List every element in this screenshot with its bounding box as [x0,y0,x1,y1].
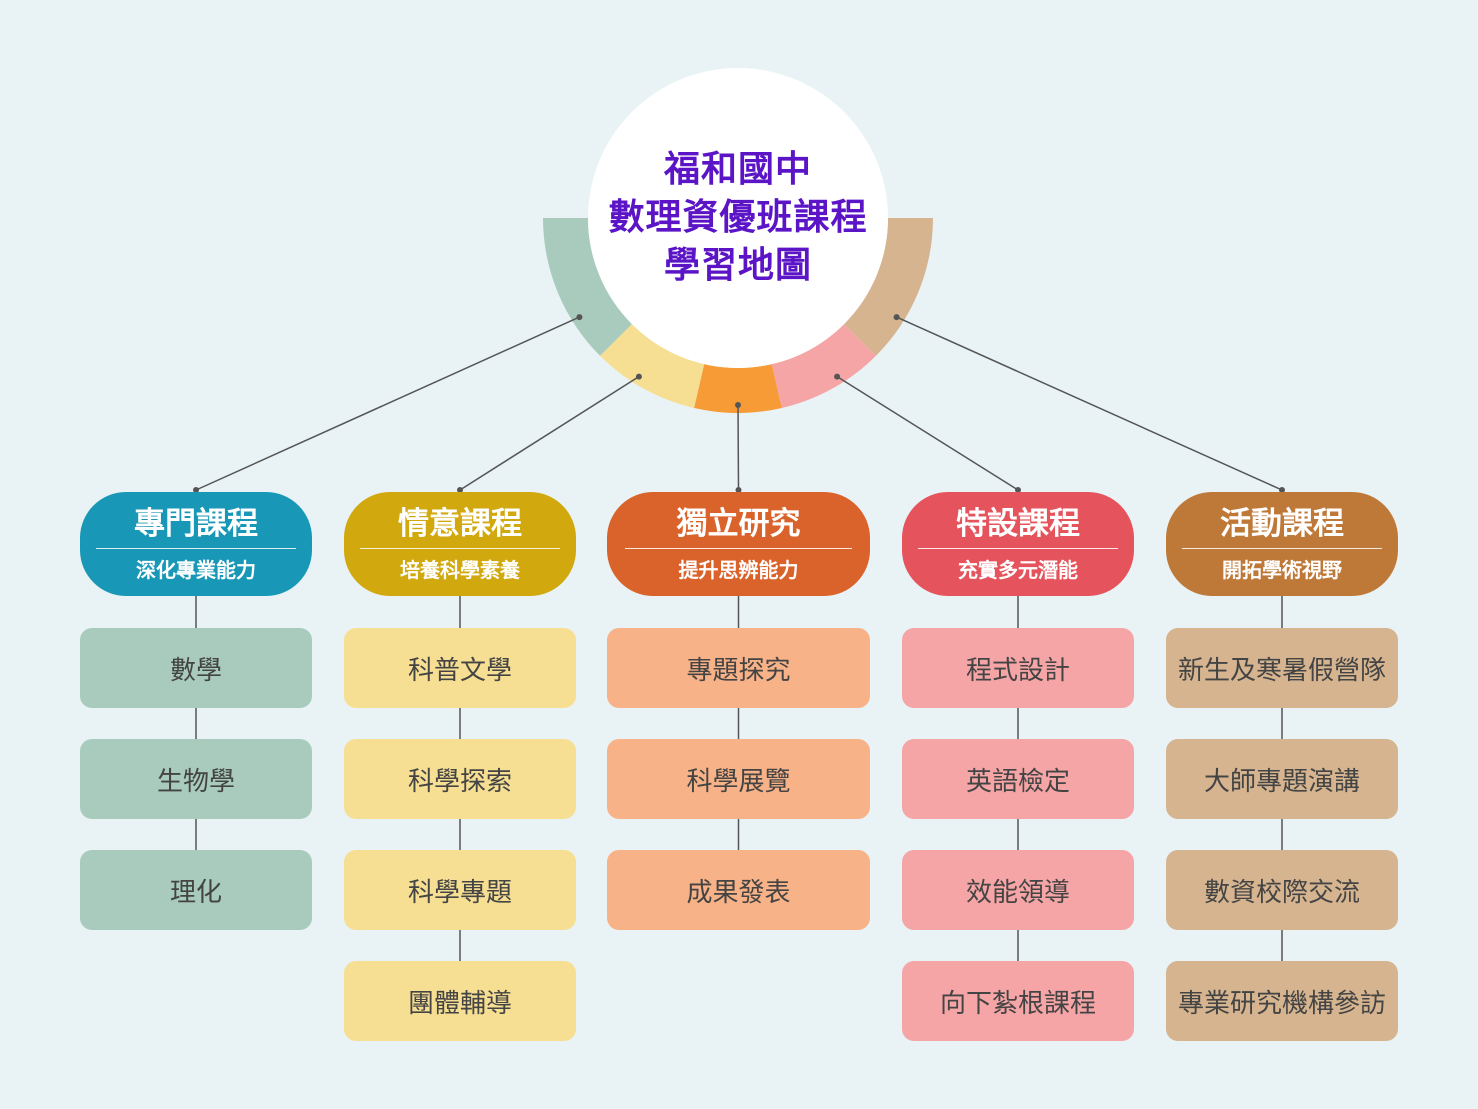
course-item: 科學專題 [344,850,576,930]
connector-dot [893,314,900,321]
connector-line [896,316,1283,491]
course-item: 科普文學 [344,628,576,708]
header-divider [1182,548,1382,549]
course-item: 效能領導 [902,850,1134,930]
connector-line [459,375,640,491]
connector-line [737,404,740,491]
course-item: 成果發表 [607,850,870,930]
category-header: 活動課程開拓學術視野 [1166,492,1398,596]
arc-segment [771,324,876,409]
connector-line [195,316,580,491]
category-header: 情意課程培養科學素養 [344,492,576,596]
course-item: 團體輔導 [344,961,576,1041]
connector-dot [834,373,841,380]
course-item: 新生及寒暑假營隊 [1166,628,1398,708]
category-header: 特設課程充實多元潛能 [902,492,1134,596]
category-title: 獨立研究 [676,506,801,542]
category-subtitle: 深化專業能力 [136,558,256,582]
header-divider [918,548,1118,549]
category-title: 特設課程 [956,506,1080,542]
course-item: 理化 [80,850,312,930]
header-divider [360,548,560,549]
category-header: 專門課程深化專業能力 [80,492,312,596]
category-title: 活動課程 [1220,506,1344,542]
course-item: 數學 [80,628,312,708]
course-item: 英語檢定 [902,739,1134,819]
center-title-circle: 福和國中 數理資優班課程 學習地圖 [588,68,888,368]
category-title: 專門課程 [134,506,258,542]
title-line: 學習地圖 [663,245,812,286]
category-header: 獨立研究提升思辨能力 [607,492,870,596]
course-item: 大師專題演講 [1166,739,1398,819]
title-line: 福和國中 [663,149,812,190]
category-subtitle: 培養科學素養 [400,558,520,582]
connector-dot [735,487,742,493]
category-subtitle: 開拓學術視野 [1222,558,1342,582]
connector-dot [635,373,642,380]
arc-segment [543,218,632,356]
connector-dot [735,402,741,408]
connector-dot [576,314,583,321]
arc-segment [694,364,782,414]
header-divider [96,548,296,549]
arc-segment [844,218,933,356]
title-line: 數理資優班課程 [608,197,868,238]
connector-line [836,375,1019,491]
connector-dot [193,487,199,493]
category-title: 情意課程 [398,506,522,542]
course-item: 專業研究機構參訪 [1166,961,1398,1041]
connector-dot [1015,487,1021,493]
course-item: 科學探索 [344,739,576,819]
course-item: 數資校際交流 [1166,850,1398,930]
category-subtitle: 充實多元潛能 [958,558,1078,582]
course-item: 程式設計 [902,628,1134,708]
category-subtitle: 提升思辨能力 [678,558,799,582]
course-item: 專題探究 [607,628,870,708]
connector-dot [1279,487,1285,493]
arc-segment [600,324,705,409]
course-item: 生物學 [80,739,312,819]
header-divider [625,548,852,549]
course-item: 向下紮根課程 [902,961,1134,1041]
course-item: 科學展覽 [607,739,870,819]
connector-dot [457,487,463,493]
